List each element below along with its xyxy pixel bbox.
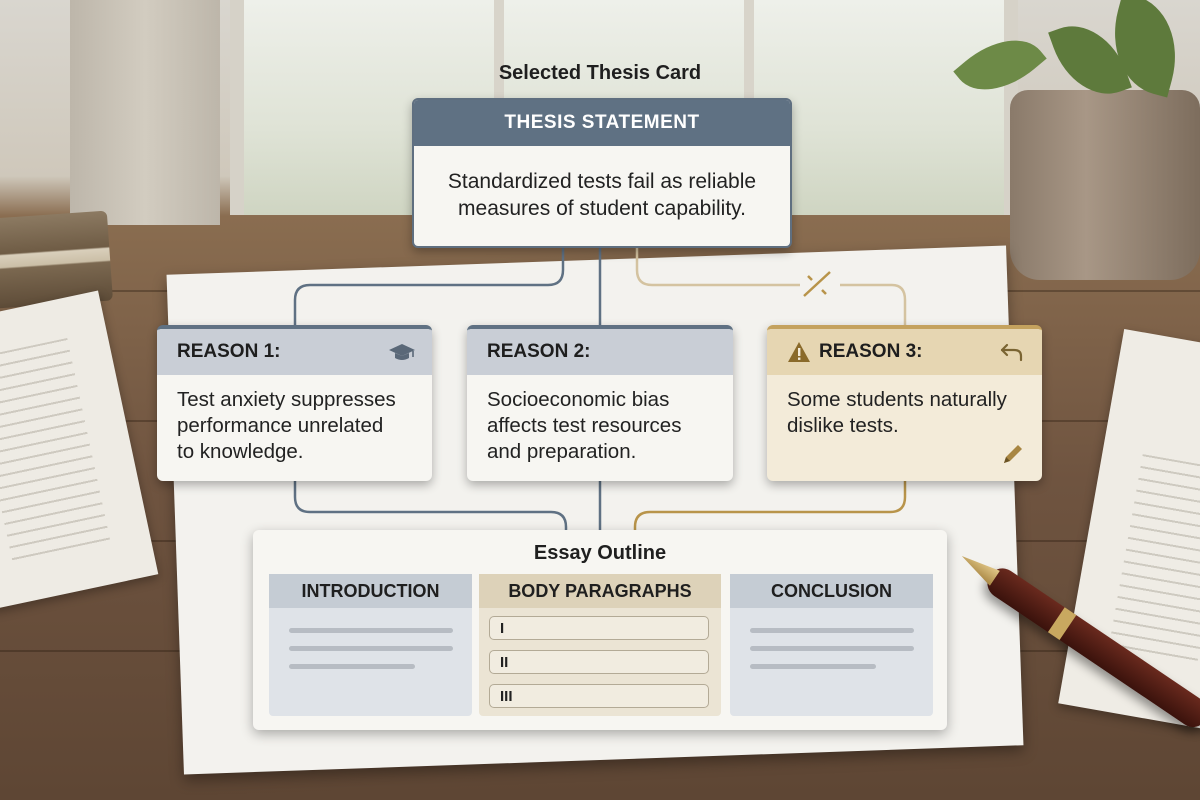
- reason-label: REASON 2:: [487, 341, 591, 362]
- connector-thesis-reason1: [293, 244, 565, 325]
- column-header: CONCLUSION: [730, 574, 933, 608]
- page-title: Selected Thesis Card: [498, 62, 702, 84]
- reason-text: Test anxiety suppresses performance unre…: [177, 388, 396, 463]
- reason-card-3[interactable]: REASON 3: Some students naturally dislik…: [767, 325, 1042, 481]
- placeholder-line: [289, 664, 415, 669]
- thesis-card-header: THESIS STATEMENT: [414, 100, 790, 146]
- body-paragraph-slot-2[interactable]: II: [489, 650, 709, 674]
- pencil-icon[interactable]: [1000, 441, 1026, 467]
- reason-card-1[interactable]: REASON 1: Test anxiety suppresses perfor…: [157, 325, 432, 481]
- outline-column-introduction[interactable]: INTRODUCTION: [269, 574, 472, 716]
- background-curtain: [70, 0, 220, 225]
- thesis-card[interactable]: THESIS STATEMENT Standardized tests fail…: [412, 98, 792, 248]
- reason-label: REASON 1:: [177, 341, 281, 362]
- thesis-text: Standardized tests fail as reliable meas…: [447, 170, 757, 220]
- body-paragraph-slot-1[interactable]: I: [489, 616, 709, 640]
- reason-card-2[interactable]: REASON 2: Socioeconomic bias affects tes…: [467, 325, 733, 481]
- placeholder-line: [750, 646, 914, 651]
- plant-pot: [1010, 90, 1200, 280]
- reason-card-header: REASON 1:: [157, 329, 432, 375]
- placeholder-line: [750, 664, 876, 669]
- undo-icon[interactable]: [998, 341, 1026, 363]
- reason-card-header: REASON 2:: [467, 329, 733, 375]
- outline-column-body: BODY PARAGRAPHS I II III: [479, 574, 721, 716]
- body-paragraph-slot-3[interactable]: III: [489, 684, 709, 708]
- warning-icon: [788, 342, 810, 362]
- placeholder-line: [750, 628, 914, 633]
- reason-label: REASON 3:: [819, 341, 923, 362]
- connector-thesis-reason3: [635, 244, 907, 325]
- column-header: BODY PARAGRAPHS: [479, 574, 721, 608]
- outline-title: Essay Outline: [533, 542, 667, 564]
- connector-reason1-outline: [293, 477, 568, 530]
- essay-outline-panel: Essay Outline INTRODUCTION BODY PARAGRAP…: [253, 530, 947, 730]
- placeholder-line: [289, 646, 453, 651]
- column-header: INTRODUCTION: [269, 574, 472, 608]
- reason-card-header: REASON 3:: [767, 329, 1042, 375]
- reason-text: Some students naturally dislike tests.: [787, 388, 1007, 437]
- broken-link-icon: [803, 271, 831, 297]
- connector-reason3-outline: [633, 477, 907, 530]
- graduation-cap-icon: [389, 344, 415, 360]
- outline-column-conclusion[interactable]: CONCLUSION: [730, 574, 933, 716]
- placeholder-line: [289, 628, 453, 633]
- reason-text: Socioeconomic bias affects test resource…: [487, 388, 682, 463]
